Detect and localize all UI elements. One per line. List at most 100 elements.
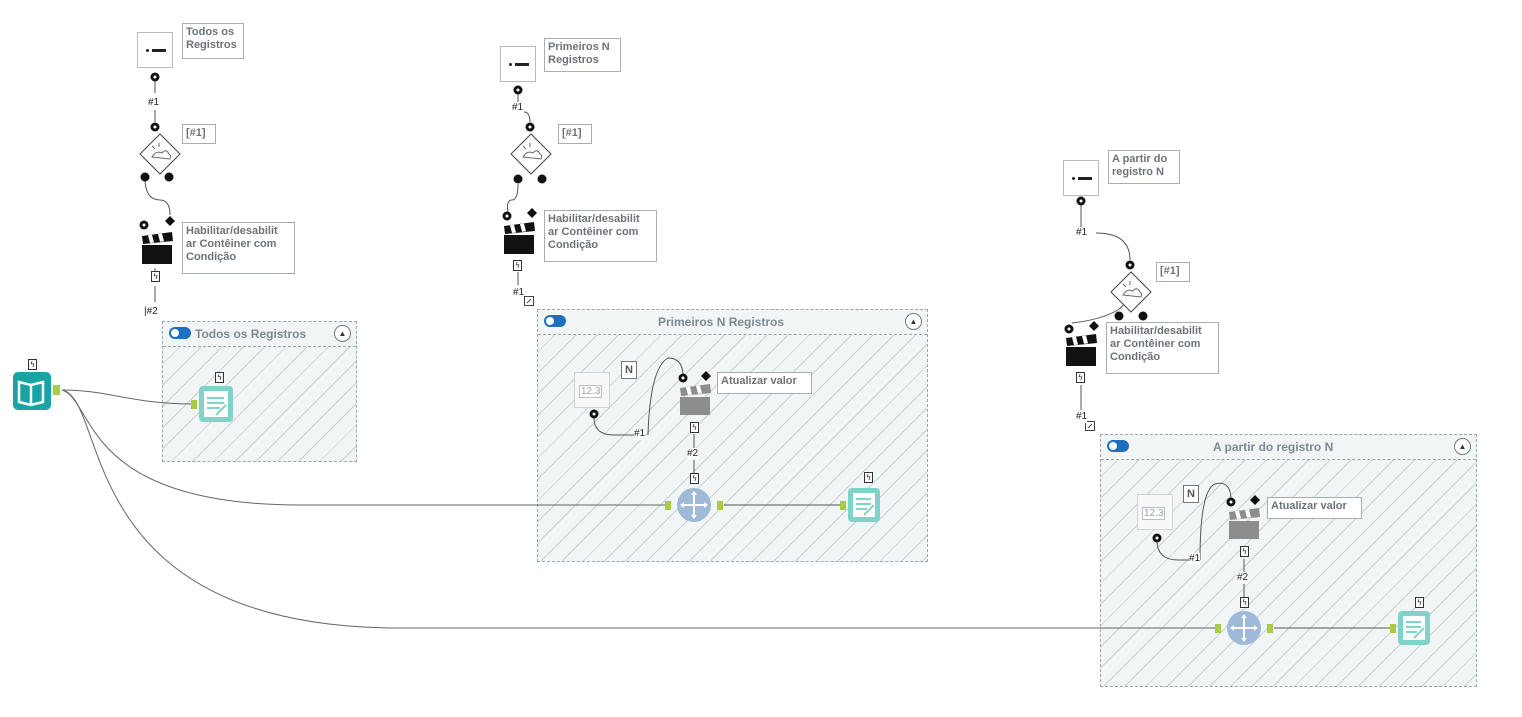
browse-tool-icon[interactable]	[840, 485, 882, 525]
condition-tool-icon[interactable]	[138, 132, 182, 176]
clapperboard-icon[interactable]	[1064, 334, 1098, 368]
diamond-anchor-icon[interactable]	[527, 208, 537, 218]
text-box-tool[interactable]	[137, 32, 173, 68]
container-enable-toggle[interactable]	[1107, 440, 1129, 452]
container-title: A partir do registro N	[1213, 440, 1334, 454]
annotation-n: N	[1183, 485, 1199, 503]
container-enable-toggle[interactable]	[169, 327, 191, 339]
wire-end-icon	[524, 296, 534, 306]
annotation-a-partir-n: A partir do registro N	[1108, 150, 1180, 184]
control-input-anchor-icon[interactable]	[678, 373, 688, 383]
wire-label: #1	[1076, 411, 1088, 423]
annotation-habilitar: Habilitar/desabilit ar Contêiner com Con…	[1106, 322, 1219, 374]
wire-label: #1	[1076, 227, 1088, 239]
wire-label: #1	[513, 287, 525, 299]
container-header[interactable]: Todos os Registros ▲	[163, 322, 356, 347]
select-records-tool-icon[interactable]	[1215, 608, 1275, 648]
input-data-book-icon[interactable]	[11, 370, 63, 412]
text-box-tool[interactable]	[500, 46, 536, 82]
diamond-anchor-icon[interactable]	[1089, 321, 1099, 331]
output-anchor-icon[interactable]	[1152, 533, 1162, 543]
annotation-condition: [#1]	[1156, 262, 1190, 282]
input-anchor-icon[interactable]	[1125, 260, 1135, 270]
wire-end-icon	[1085, 421, 1095, 431]
true-anchor-icon[interactable]	[513, 174, 523, 184]
text-box-tool[interactable]	[1063, 160, 1099, 196]
annotation-primeiros-n: Primeiros N Registros	[544, 38, 621, 72]
output-anchor-icon[interactable]	[1076, 196, 1086, 206]
false-anchor-icon[interactable]	[537, 174, 547, 184]
lightning-bolt-icon: ϟ	[1415, 597, 1424, 608]
diamond-anchor-icon[interactable]	[701, 371, 711, 381]
container-header[interactable]: Primeiros N Registros ▲	[538, 310, 927, 335]
annotation-todos-registros: Todos os Registros	[182, 23, 244, 59]
text-line-icon	[515, 63, 529, 66]
annotation-atualizar-valor: Atualizar valor	[1267, 497, 1362, 519]
numeric-value: 12.3	[1142, 507, 1166, 520]
radio-dot-icon	[509, 63, 512, 66]
numeric-value: 12.3	[579, 385, 603, 398]
container-todos-registros[interactable]: Todos os Registros ▲	[162, 321, 357, 462]
collapse-icon[interactable]: ▲	[1454, 438, 1471, 455]
wire-label: #2	[1237, 572, 1249, 584]
annotation-habilitar: Habilitar/desabilit ar Contêiner com Con…	[182, 222, 295, 274]
browse-tool-icon[interactable]	[1390, 608, 1432, 648]
lightning-bolt-icon: ϟ	[864, 472, 873, 483]
select-records-tool-icon[interactable]	[665, 485, 725, 525]
annotation-habilitar: Habilitar/desabilit ar Contêiner com Con…	[544, 210, 657, 262]
lightning-bolt-icon: ϟ	[28, 359, 37, 370]
annotation-condition: [#1]	[182, 124, 216, 144]
text-line-icon	[152, 49, 166, 52]
clapperboard-icon[interactable]	[502, 222, 536, 256]
numeric-up-down-tool[interactable]: 12.3	[1137, 494, 1173, 530]
lightning-bolt-icon: ϟ	[151, 271, 160, 282]
update-value-clapperboard-icon[interactable]	[678, 384, 712, 416]
lightning-bolt-icon: ϟ	[1076, 372, 1085, 383]
radio-dot-icon	[1072, 177, 1075, 180]
container-header[interactable]: A partir do registro N ▲	[1101, 435, 1476, 460]
lightning-bolt-icon: ϟ	[690, 473, 699, 484]
lightning-bolt-icon: ϟ	[1240, 597, 1249, 608]
diamond-anchor-icon[interactable]	[1250, 495, 1260, 505]
control-input-anchor-icon[interactable]	[1226, 497, 1236, 507]
update-value-clapperboard-icon[interactable]	[1227, 508, 1261, 540]
collapse-icon[interactable]: ▲	[905, 313, 922, 330]
control-input-anchor-icon[interactable]	[502, 211, 512, 221]
radio-dot-icon	[146, 49, 149, 52]
wire-label: #1	[1189, 553, 1201, 565]
diamond-anchor-icon[interactable]	[165, 216, 175, 226]
lightning-bolt-icon: ϟ	[513, 260, 522, 271]
control-input-anchor-icon[interactable]	[139, 220, 149, 230]
input-anchor-icon[interactable]	[150, 122, 160, 132]
numeric-up-down-tool[interactable]: 12.3	[574, 372, 610, 408]
container-title: Todos os Registros	[195, 327, 307, 341]
wire-label: |#2	[144, 306, 158, 318]
output-anchor-icon[interactable]	[589, 409, 599, 419]
text-line-icon	[1078, 177, 1092, 180]
control-input-anchor-icon[interactable]	[1064, 324, 1074, 334]
input-anchor-icon[interactable]	[525, 122, 535, 132]
lightning-bolt-icon: ϟ	[1240, 546, 1249, 557]
output-anchor-icon[interactable]	[513, 85, 523, 95]
container-enable-toggle[interactable]	[544, 315, 566, 327]
wire-label: #1	[634, 428, 646, 440]
container-title: Primeiros N Registros	[658, 315, 785, 329]
condition-tool-icon[interactable]	[509, 132, 553, 176]
wire-label: #1	[148, 97, 160, 109]
false-anchor-icon[interactable]	[164, 172, 174, 182]
condition-tool-icon[interactable]	[1109, 270, 1153, 314]
output-anchor-icon[interactable]	[150, 72, 160, 82]
true-anchor-icon[interactable]	[140, 172, 150, 182]
annotation-atualizar-valor: Atualizar valor	[717, 372, 812, 394]
true-anchor-icon[interactable]	[1114, 311, 1124, 321]
wire-label: #2	[687, 448, 699, 460]
wire-label: #1	[512, 102, 524, 114]
lightning-bolt-icon: ϟ	[690, 422, 699, 433]
collapse-icon[interactable]: ▲	[334, 325, 351, 342]
clapperboard-icon[interactable]	[140, 232, 174, 266]
false-anchor-icon[interactable]	[1138, 311, 1148, 321]
annotation-condition: [#1]	[558, 124, 592, 144]
browse-tool-icon[interactable]	[191, 383, 237, 427]
annotation-n: N	[621, 361, 637, 379]
